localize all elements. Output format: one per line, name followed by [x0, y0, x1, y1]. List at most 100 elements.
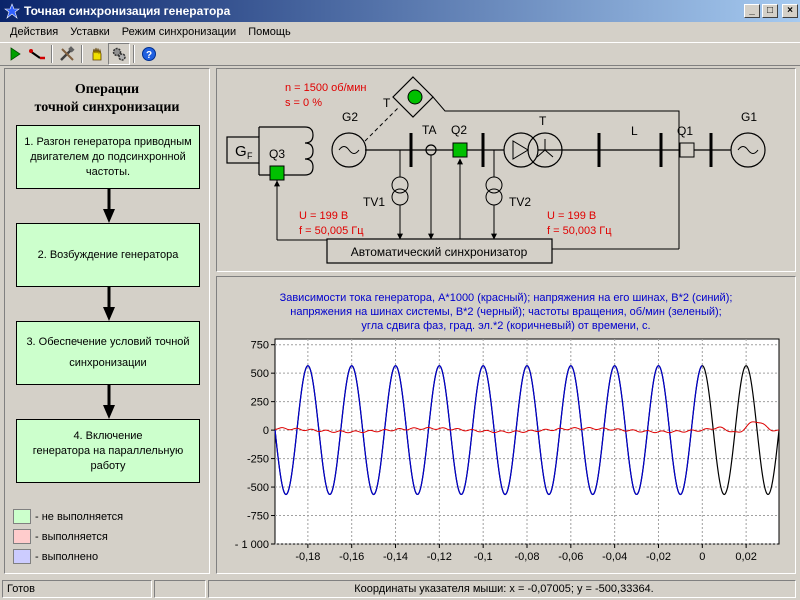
q1-label: Q1	[677, 124, 693, 138]
title-bar: Точная синхронизация генератора _ □ ×	[0, 0, 800, 22]
legend-swatch-green	[13, 509, 31, 524]
x-tick-label: -0,08	[514, 551, 539, 563]
legend-not-done: - не выполняется	[13, 509, 123, 524]
operations-panel: Операции точной синхронизации 1. Разгон …	[4, 68, 210, 574]
chart-title-line-2: напряжения на шинах системы, В*2 (черный…	[290, 306, 721, 318]
x-tick-label: -0,14	[383, 551, 408, 563]
window-title: Точная синхронизация генератора	[24, 4, 231, 18]
auto-synchronizer-box[interactable]	[326, 238, 553, 264]
y-tick-label: - 1 000	[235, 539, 269, 551]
ta-label: TA	[422, 123, 436, 137]
auto-synchronizer-label: Автоматический синхронизатор	[351, 245, 528, 259]
app-icon	[4, 3, 20, 19]
y-tick-label: 500	[251, 368, 269, 380]
slip-readout: s = 0 %	[285, 97, 322, 109]
chart-title-line-3: угла сдвига фаз, град. эл.*2 (коричневый…	[361, 320, 650, 332]
t-top-label: T	[383, 96, 391, 110]
schematic-diagram: G F Q3 G2 n = 1500 об/мин s = 0 % T TA Q…	[226, 76, 766, 264]
svg-text:?: ?	[146, 50, 152, 61]
menu-actions[interactable]: Действия	[10, 25, 59, 38]
q2-label: Q2	[451, 123, 467, 137]
voltage-transformer-tv1	[391, 176, 409, 194]
step-2-box[interactable]: 2. Возбуждение генератора	[16, 223, 200, 287]
help-icon: ?	[142, 47, 156, 61]
flow-arrow-icon	[103, 287, 115, 321]
minimize-button[interactable]: _	[744, 4, 760, 18]
q2-breaker[interactable]	[452, 142, 468, 158]
frequency-left: f = 50,005 Гц	[299, 225, 364, 237]
legend-in-progress: - выполняется	[13, 529, 108, 544]
exciter-sub: F	[247, 151, 253, 161]
x-tick-label: -0,12	[427, 551, 452, 563]
step-4-box[interactable]: 4. Включение генератора на параллельную …	[16, 419, 200, 483]
switch-button[interactable]	[26, 43, 48, 65]
toolbar: ?	[0, 42, 800, 66]
series-lines	[274, 365, 780, 496]
x-tick-label: 0	[699, 551, 705, 563]
voltage-left: U = 199 В	[299, 210, 348, 222]
waveform-chart: Зависимости тока генератора, А*1000 (кра…	[235, 292, 780, 563]
operations-title: Операции точной синхронизации	[34, 82, 180, 115]
status-ready: Готов	[2, 580, 152, 598]
schematic-panel: G F Q3 G2 n = 1500 об/мин s = 0 % T TA Q…	[216, 68, 796, 272]
x-tick-label: -0,16	[339, 551, 364, 563]
toolbar-separator	[133, 45, 135, 63]
voltage-right: U = 199 В	[547, 210, 596, 222]
menu-bar: Действия Уставки Режим синхронизации Пом…	[0, 22, 800, 41]
tools-button[interactable]	[56, 43, 78, 65]
menu-help[interactable]: Помощь	[248, 25, 291, 38]
plot-area[interactable]	[274, 338, 780, 545]
flow-arrow-icon	[103, 385, 115, 419]
legend-swatch-blue	[13, 549, 31, 564]
flow-arrow-icon	[103, 189, 115, 223]
x-tick-label: -0,06	[558, 551, 583, 563]
switch-icon	[29, 49, 45, 60]
series-line-2	[274, 421, 780, 434]
y-tick-label: 750	[251, 340, 269, 352]
y-tick-label: 0	[263, 425, 269, 437]
series-line-1	[274, 365, 703, 496]
generator-g1	[730, 132, 766, 168]
chart-panel: Зависимости тока генератора, А*1000 (кра…	[216, 276, 796, 574]
tv2-label: TV2	[509, 195, 531, 209]
maximize-button[interactable]: □	[762, 4, 778, 18]
tools-icon	[60, 46, 75, 61]
line-l-label: L	[631, 124, 638, 138]
q3-breaker[interactable]	[269, 165, 285, 181]
x-tick-label: -0,02	[646, 551, 671, 563]
generator-g2	[331, 132, 367, 168]
close-button[interactable]: ×	[782, 4, 798, 18]
hand-button[interactable]	[86, 43, 108, 65]
play-icon	[10, 47, 21, 61]
y-tick-label: -500	[247, 482, 269, 494]
t-right-label: T	[539, 114, 547, 128]
q3-label: Q3	[269, 147, 285, 161]
g2-label: G2	[342, 110, 358, 124]
toolbar-separator	[51, 45, 53, 63]
frequency-right: f = 50,003 Гц	[547, 225, 612, 237]
axis-ticks: -0,18 -0,16 -0,14 -0,12 -0,1 -0,08 -0,06 -0,04 -…	[235, 340, 757, 563]
toolbar-separator	[81, 45, 83, 63]
play-button[interactable]	[4, 43, 26, 65]
y-tick-label: 250	[251, 397, 269, 409]
x-tick-label: -0,18	[295, 551, 320, 563]
help-button[interactable]: ?	[138, 43, 160, 65]
q1-breaker[interactable]	[679, 142, 695, 158]
menu-settings[interactable]: Уставки	[70, 25, 110, 38]
g1-label: G1	[741, 110, 757, 124]
chart-title-line-1: Зависимости тока генератора, А*1000 (кра…	[280, 292, 733, 304]
tv1-label: TV1	[363, 195, 385, 209]
x-tick-label: -0,1	[474, 551, 493, 563]
hand-icon	[92, 47, 102, 61]
legend-swatch-red	[13, 529, 31, 544]
menu-sync-mode[interactable]: Режим синхронизации	[121, 25, 237, 38]
voltage-transformer-tv2	[485, 176, 503, 194]
y-tick-label: -250	[247, 454, 269, 466]
transformer-secondary	[527, 132, 563, 168]
gears-button[interactable]	[108, 43, 130, 65]
x-tick-label: -0,04	[602, 551, 627, 563]
step-1-box[interactable]: 1. Разгон генератора приводным двигателе…	[16, 125, 200, 189]
gears-icon	[112, 47, 126, 61]
y-tick-label: -750	[247, 511, 269, 523]
step-3-box[interactable]: 3. Обеспечение условий точной синхрониза…	[16, 321, 200, 385]
